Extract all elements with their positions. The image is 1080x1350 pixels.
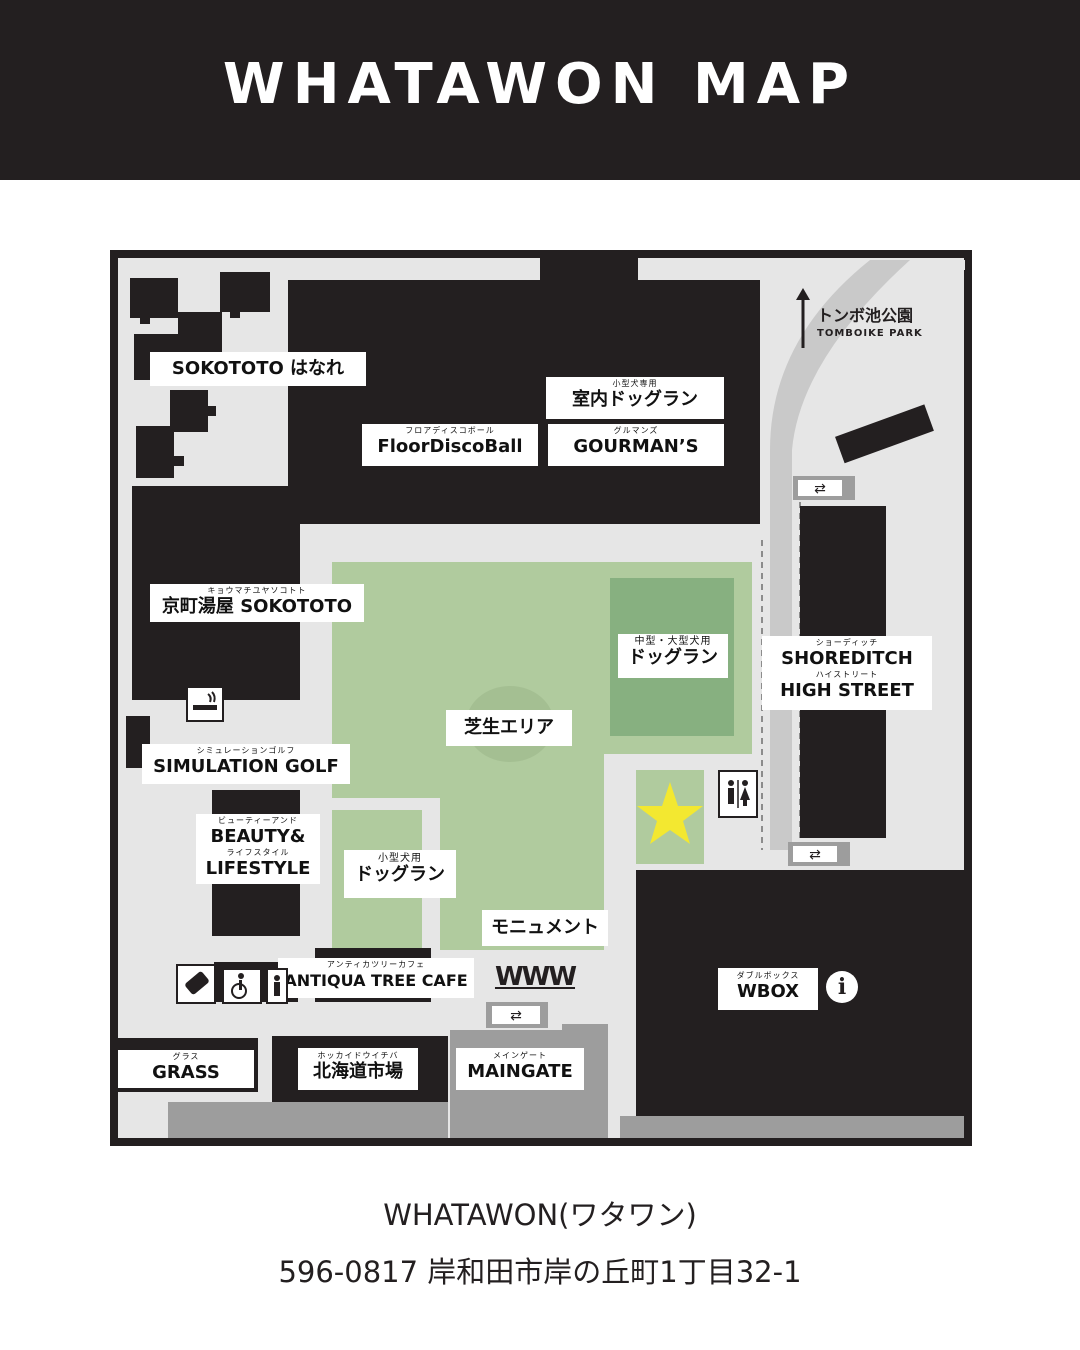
toilet-icon (718, 770, 758, 818)
wheelchair-icon (222, 968, 262, 1004)
road (770, 260, 910, 850)
top-notch (540, 250, 638, 280)
venue-name: WHATAWON(ワタワン) (383, 1198, 697, 1232)
www-logo: WWW (494, 962, 577, 992)
label-monument[interactable]: モニュメント (482, 910, 608, 946)
one-way-sign-bottom: ⇄ (788, 842, 850, 866)
header-bar: WHATAWON MAP (0, 0, 1080, 180)
svg-text:⇄: ⇄ (809, 847, 821, 863)
label-kyomachi-sokototo[interactable]: キョウマチユヤソコトト京町湯屋 SOKOTOTO (150, 584, 364, 622)
info-icon[interactable]: i (826, 971, 858, 1003)
label-indoor-dogrun[interactable]: 小型犬専用室内ドッグラン (546, 377, 724, 419)
label-large-dogrun[interactable]: 中型・大型犬用ドッグラン (618, 634, 728, 678)
svg-text:⇄: ⇄ (510, 1008, 522, 1024)
one-way-sign-gate: ⇄ (486, 1002, 548, 1028)
star-icon (637, 782, 703, 844)
one-way-sign-top: ⇄ (793, 476, 855, 500)
svg-text:⇄: ⇄ (814, 481, 826, 497)
vending-icon (176, 964, 216, 1004)
toilet-icon-small (266, 968, 288, 1004)
park-building (835, 404, 934, 464)
label-sokototo-hanare[interactable]: SOKOTOTO はなれ (150, 352, 366, 386)
smoking-area-icon (186, 686, 224, 722)
label-lawn-area[interactable]: 芝生エリア (446, 710, 572, 746)
label-hokkaido-market[interactable]: ホッカイドウイチバ北海道市場 (298, 1048, 418, 1090)
park-label: トンボ池公園 (817, 306, 914, 325)
page-title: WHATAWON MAP (222, 52, 858, 117)
venue-address: 596-0817 岸和田市岸の丘町1丁目32-1 (278, 1255, 802, 1289)
label-small-dogrun[interactable]: 小型犬用ドッグラン (344, 850, 456, 898)
bottom-gray-strip (168, 1102, 448, 1138)
site-map: ⇄ ⇄ ⇄ トンボ池公園 TOMBOIKE PARK SOKOTOTO はなれ … (110, 250, 972, 1146)
hanare-buildings (130, 272, 270, 478)
park-sublabel: TOMBOIKE PARK (817, 328, 923, 339)
